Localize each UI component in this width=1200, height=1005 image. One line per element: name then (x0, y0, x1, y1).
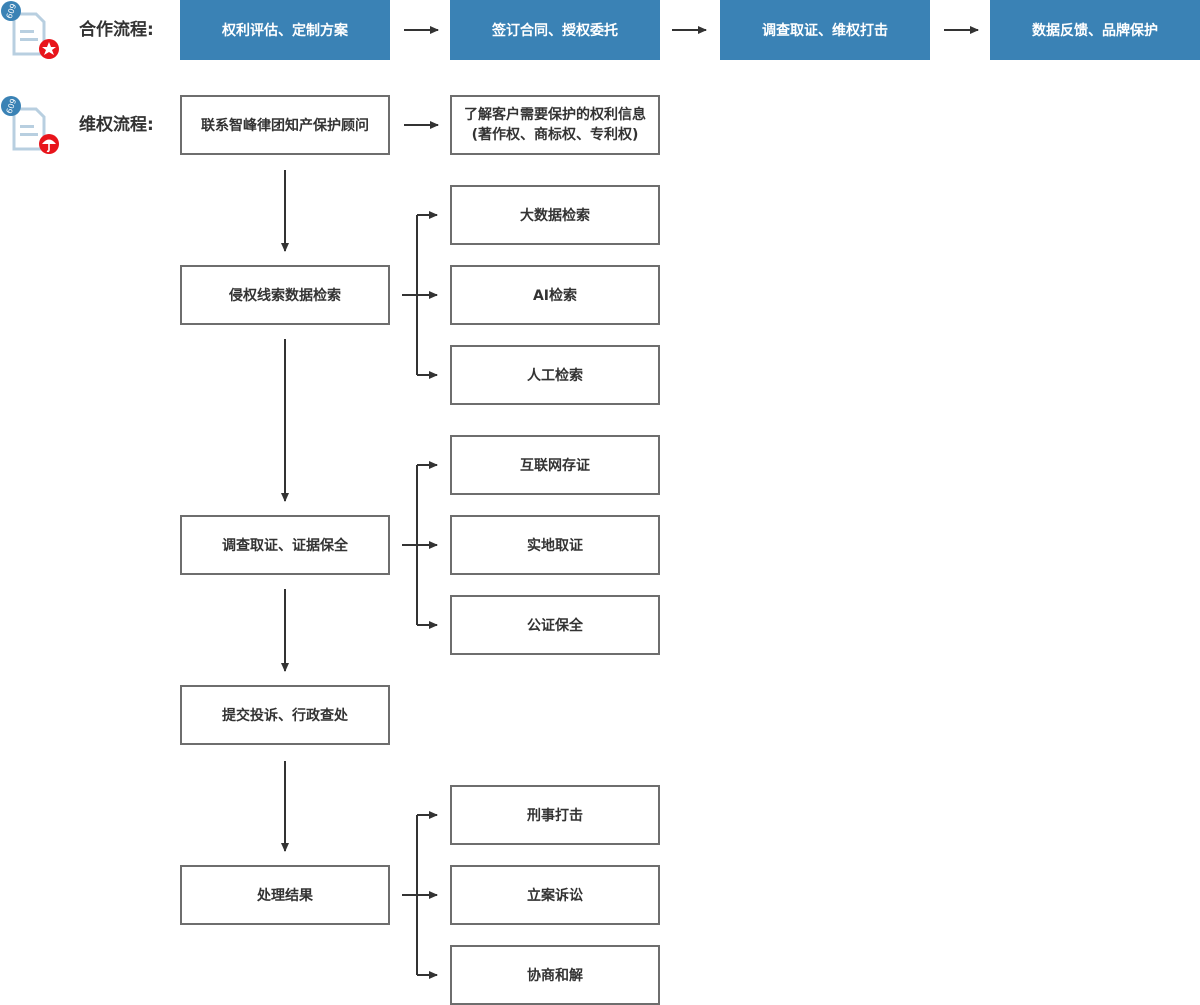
lawsuit-box: 立案诉讼 (450, 865, 660, 925)
coop-step-contract: 签订合同、授权委托 (450, 0, 660, 60)
notary-preservation-box: 公证保全 (450, 595, 660, 655)
complaint-box: 提交投诉、行政查处 (180, 685, 390, 745)
evidence-preservation-box: 调查取证、证据保全 (180, 515, 390, 575)
result-box: 处理结果 (180, 865, 390, 925)
coop-step-assessment: 权利评估、定制方案 (180, 0, 390, 60)
cooperation-document-icon: 609 (1, 1, 59, 59)
coop-step-feedback: 数据反馈、品牌保护 (990, 0, 1200, 60)
settlement-box: 协商和解 (450, 945, 660, 1005)
manual-search-box: 人工检索 (450, 345, 660, 405)
rights-info-line2: (著作权、商标权、专利权) (471, 127, 639, 143)
infringement-search-box: 侵权线索数据检索 (180, 265, 390, 325)
internet-evidence-box: 互联网存证 (450, 435, 660, 495)
cooperation-process-label: 合作流程: (79, 20, 154, 40)
search-branch-connector (402, 211, 438, 379)
consult-advisor-box: 联系智峰律团知产保护顾问 (180, 95, 390, 155)
protection-document-icon: 609 (1, 96, 59, 154)
protection-process-label: 维权流程: (79, 115, 154, 135)
rights-info-line1: 了解客户需要保护的权利信息 (464, 107, 646, 123)
onsite-evidence-box: 实地取证 (450, 515, 660, 575)
coop-step-investigation: 调查取证、维权打击 (720, 0, 930, 60)
big-data-search-box: 大数据检索 (450, 185, 660, 245)
criminal-strike-box: 刑事打击 (450, 785, 660, 845)
evidence-branch-connector (402, 461, 438, 629)
rights-info-box: 了解客户需要保护的权利信息 (著作权、商标权、专利权) (450, 95, 660, 155)
result-branch-connector (402, 811, 438, 979)
ai-search-box: AI检索 (450, 265, 660, 325)
